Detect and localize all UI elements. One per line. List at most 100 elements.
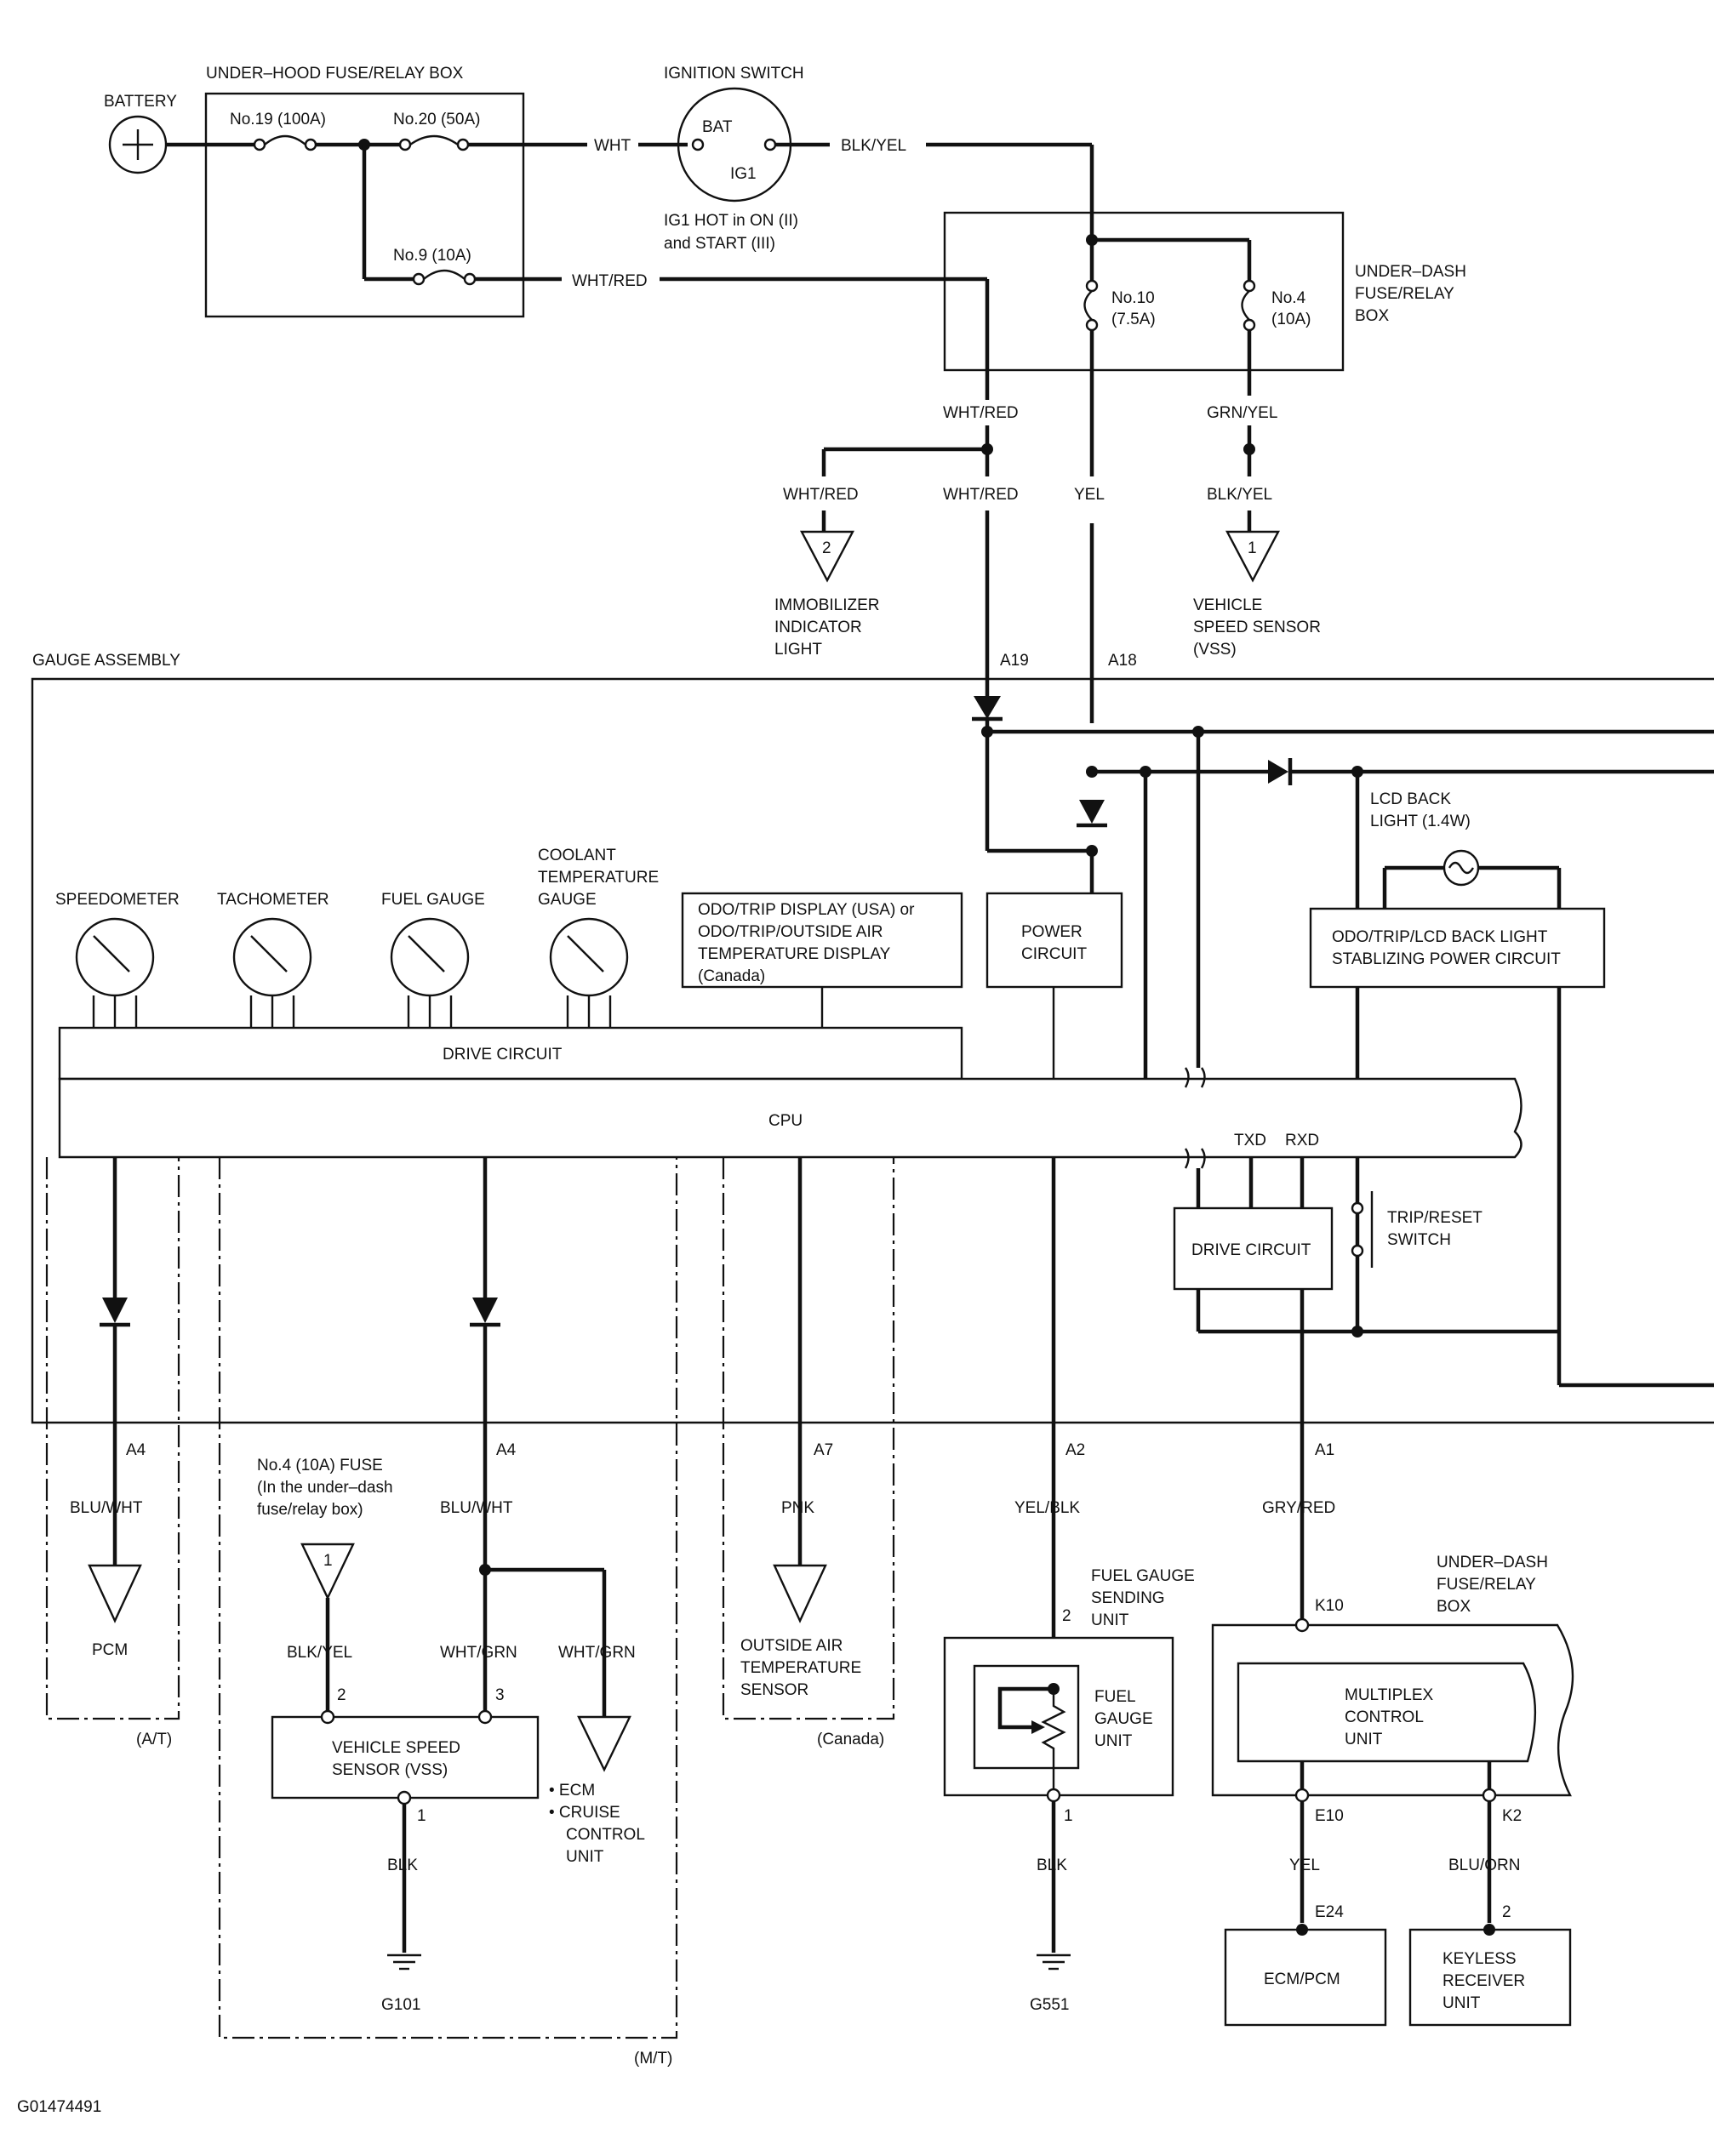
oat-label-1: OUTSIDE AIR xyxy=(740,1637,843,1655)
fgsu-pin-2: 2 xyxy=(1062,1607,1071,1625)
under-dash-label-3: BOX xyxy=(1355,307,1389,325)
trip-reset-label-1: TRIP/RESET xyxy=(1387,1209,1482,1227)
fgu-label-2: GAUGE xyxy=(1094,1710,1153,1728)
under-dash-fuse-box xyxy=(943,211,1345,372)
fuse10-label-a: No.10 xyxy=(1111,289,1155,307)
under-dash-lower-label-3: BOX xyxy=(1437,1598,1471,1616)
vss-top-label-2: SPEED SENSOR xyxy=(1193,619,1321,636)
fuel-gauge-icon xyxy=(390,917,470,1034)
odo-display-label-3: TEMPERATURE DISPLAY xyxy=(698,945,891,963)
speedometer-label: SPEEDOMETER xyxy=(55,891,180,909)
lcd-circuit-label-2: STABLIZING POWER CIRCUIT xyxy=(1332,950,1561,968)
coolant-label-3: GAUGE xyxy=(538,891,597,909)
trip-reset-label-2: SWITCH xyxy=(1387,1231,1451,1249)
ground-g551-icon xyxy=(1037,1954,1071,1971)
under-dash-label-1: UNDER–DASH xyxy=(1355,263,1466,281)
ignition-switch-label: IGNITION SWITCH xyxy=(664,65,804,83)
ecm-label-4: UNIT xyxy=(566,1848,604,1866)
mt-label: (M/T) xyxy=(634,2050,672,2068)
wht-red-label-4: WHT/RED xyxy=(943,486,1019,504)
a2-label: A2 xyxy=(1065,1441,1085,1459)
e10-label: E10 xyxy=(1315,1807,1344,1825)
rxd-label: RXD xyxy=(1285,1132,1319,1149)
grn-yel-wire-label: GRN/YEL xyxy=(1207,404,1277,422)
blk-yel-vss-label: BLK/YEL xyxy=(1207,486,1272,504)
mt-dashed-region xyxy=(218,1157,678,2039)
fuse10-label-b: (7.5A) xyxy=(1111,311,1156,328)
ig1-note-2: and START (III) xyxy=(664,235,775,253)
a1-label: A1 xyxy=(1315,1441,1334,1459)
odo-display-label-4: (Canada) xyxy=(698,967,765,985)
k2-label: K2 xyxy=(1502,1807,1522,1825)
wht-red-wire-label: WHT/RED xyxy=(572,272,648,290)
at-dashed-region xyxy=(45,1157,180,1720)
drive-circuit-bar xyxy=(58,1026,963,1081)
immobilizer-connector-triangle xyxy=(800,530,854,583)
at-label: (A/T) xyxy=(136,1731,172,1748)
coolant-label-2: TEMPERATURE xyxy=(538,869,659,887)
fgsu-label-1: FUEL GAUGE xyxy=(1091,1567,1195,1585)
fuse4-note-1: No.4 (10A) FUSE xyxy=(257,1457,383,1474)
vss-box xyxy=(271,1715,540,1800)
vss-pin-2: 2 xyxy=(337,1686,346,1704)
g101-label: G101 xyxy=(381,1996,420,2014)
trip-reset-switch-icon xyxy=(1351,1191,1374,1268)
blk-yel-wire-label: BLK/YEL xyxy=(841,137,906,155)
fuse4-connector-triangle xyxy=(300,1543,355,1600)
lcd-back-light-label-2: LIGHT (1.4W) xyxy=(1370,813,1471,830)
keyless-receiver-box xyxy=(1408,1928,1572,2027)
ecm-label-2: • CRUISE xyxy=(549,1804,620,1822)
oat-sensor-connector-triangle xyxy=(773,1564,827,1623)
immobilizer-connector-num: 2 xyxy=(822,539,831,557)
battery-label: BATTERY xyxy=(104,93,177,111)
yel-ecm-label: YEL xyxy=(1289,1857,1320,1874)
gauge-assembly-border xyxy=(31,677,1714,1424)
tachometer-label: TACHOMETER xyxy=(217,891,329,909)
power-circuit-label-1: POWER xyxy=(1021,923,1083,941)
gauge-assembly-label: GAUGE ASSEMBLY xyxy=(32,652,180,670)
lcd-back-light-label-1: LCD BACK xyxy=(1370,790,1451,808)
fuse9-label: No.9 (10A) xyxy=(393,247,471,265)
odo-display-label-1: ODO/TRIP DISPLAY (USA) or xyxy=(698,901,915,919)
fuse4-symbol xyxy=(1241,279,1256,332)
drive-circuit-label: DRIVE CIRCUIT xyxy=(443,1046,563,1064)
keyless-label-2: RECEIVER xyxy=(1442,1972,1525,1990)
pcm-label: PCM xyxy=(92,1641,128,1659)
vss-box-label-2: SENSOR (VSS) xyxy=(332,1761,448,1779)
ecm-label-1: • ECM xyxy=(549,1782,595,1800)
wht-wire-label: WHT xyxy=(594,137,631,155)
wht-red-label-2: WHT/RED xyxy=(943,404,1019,422)
ground-g101-icon xyxy=(387,1954,421,1971)
a4-label-mt: A4 xyxy=(496,1441,517,1459)
fuse4-connector-num: 1 xyxy=(323,1552,333,1570)
figure-id: G01474491 xyxy=(17,2098,101,2116)
keyless-label-3: UNIT xyxy=(1442,1994,1481,2012)
fuse4-note-3: fuse/relay box) xyxy=(257,1501,363,1519)
wht-grn-label-1: WHT/GRN xyxy=(440,1644,517,1662)
coolant-label-1: COOLANT xyxy=(538,847,616,864)
fuel-gauge-label: FUEL GAUGE xyxy=(381,891,485,909)
fuse4-label-a: No.4 xyxy=(1271,289,1306,307)
lcd-stabilizing-power-circuit-box xyxy=(1309,907,1606,989)
fgu-label-3: UNIT xyxy=(1094,1732,1133,1750)
speedometer-gauge-icon xyxy=(75,917,155,1034)
txd-label: TXD xyxy=(1234,1132,1266,1149)
pnk-label: PNK xyxy=(781,1499,814,1517)
fgsu-label-2: SENDING xyxy=(1091,1589,1165,1607)
mcu-label-3: UNIT xyxy=(1345,1731,1383,1748)
under-dash-lower-label-1: UNDER–DASH xyxy=(1437,1554,1548,1571)
battery-symbol xyxy=(108,115,168,174)
power-circuit-label-2: CIRCUIT xyxy=(1021,945,1087,963)
coolant-temperature-gauge-icon xyxy=(549,917,629,1034)
odo-trip-display-box xyxy=(681,892,963,989)
ig1-note-1: IG1 HOT in ON (II) xyxy=(664,212,798,230)
under-hood-fuse-box xyxy=(204,92,525,318)
multiplex-control-unit-box xyxy=(1237,1662,1537,1763)
ig1-terminal-label: IG1 xyxy=(730,165,757,183)
power-circuit-box xyxy=(985,892,1123,989)
bat-terminal-label: BAT xyxy=(702,118,733,136)
fgsu-pin-1: 1 xyxy=(1064,1807,1073,1825)
vss-top-label-1: VEHICLE xyxy=(1193,596,1262,614)
gry-red-label: GRY/RED xyxy=(1262,1499,1335,1517)
